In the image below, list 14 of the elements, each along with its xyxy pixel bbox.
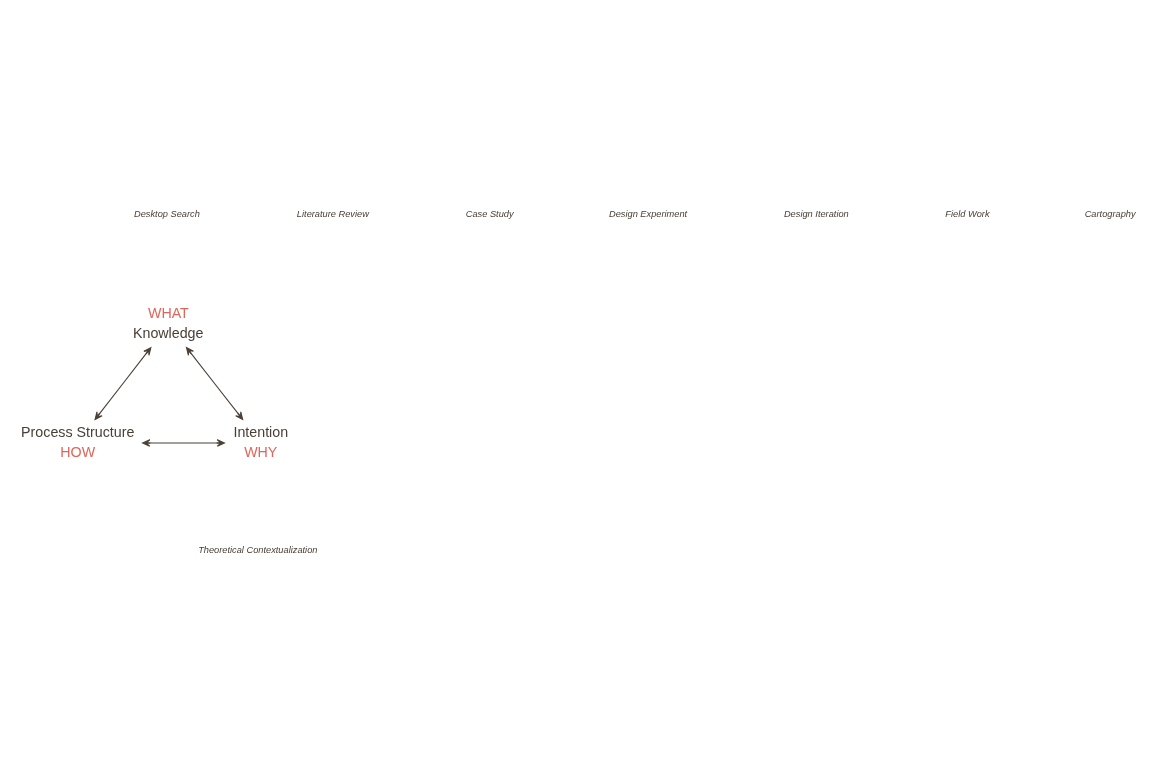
label: Theoretical Contextualization: [198, 544, 318, 555]
label: Design Iteration: [783, 208, 849, 219]
label: Literature Review: [296, 208, 369, 219]
label: Field Work: [945, 208, 990, 219]
arrow: [94, 346, 152, 420]
arrow: [142, 438, 225, 447]
label: Design Experiment: [609, 208, 688, 219]
node-text: WHAT Knowledge: [132, 304, 204, 341]
label: Desktop Search: [134, 208, 200, 219]
node-text: Process Structure HOW: [21, 423, 135, 460]
label: Cartography: [1084, 208, 1136, 219]
arrow: [185, 346, 244, 420]
node-text: Intention WHY: [233, 423, 289, 460]
label: Case Study: [465, 208, 514, 219]
